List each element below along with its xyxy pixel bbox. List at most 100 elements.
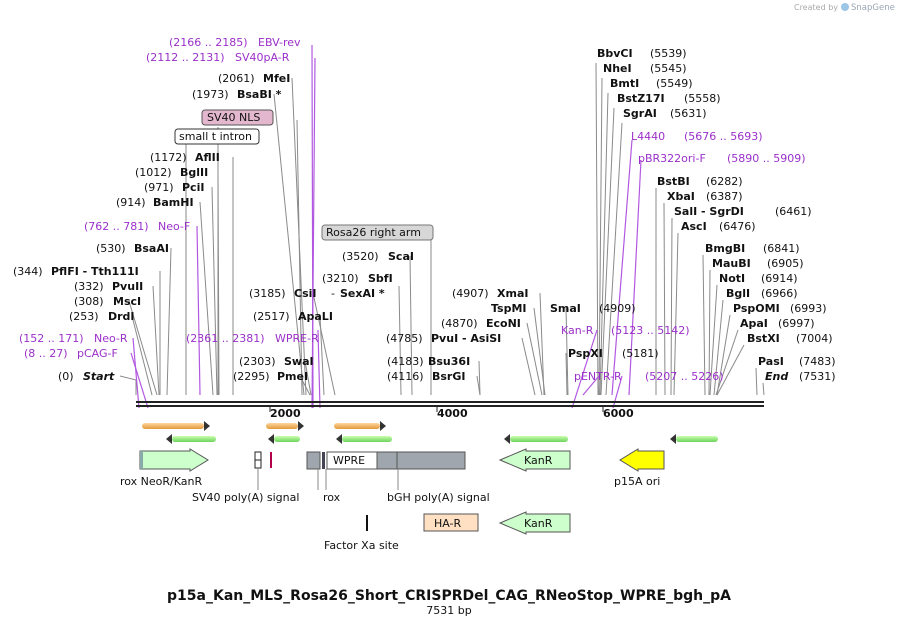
site-name: ApaLI [298,310,333,323]
site-name: BsrGI [432,370,465,383]
site-pos: (7004) [796,332,833,345]
primer-pos: (2166 .. 2185) [169,36,248,49]
credit-brand: SnapGene [851,3,895,13]
site-pos: (6387) [706,190,743,203]
primer-pos: (152 .. 171) [19,332,84,345]
site-name: SgrAI [623,107,657,120]
site-name: AflII [195,151,220,164]
site-name: SmaI [550,302,581,315]
boxed-label-small-t-intron[interactable] [174,128,260,145]
primer-pos: (2361 .. 2381) [186,332,265,345]
feature-kanr[interactable] [498,448,571,472]
site-name: BglII [180,166,208,179]
primer-name: Kan-R [561,324,594,337]
site-pos: (6905) [767,257,804,270]
site-name: PspOMI [733,302,780,315]
primer-name: Neo-F [158,220,190,233]
feature-wpre-label: WPRE [333,454,365,467]
credit-prefix: Created by [794,3,838,12]
feature-label-factor-xa: Factor Xa site [324,539,399,552]
site-name: PciI [182,181,204,194]
site-pos: (1012) [135,166,172,179]
site-name: AscI [681,220,707,233]
site-name: PvuII [112,280,143,293]
primer-arrows [142,421,718,444]
boxed-label-rosa26-right-arm-text: Rosa26 right arm [326,226,421,239]
primer-pos: (5890 .. 5909) [727,152,806,165]
site-name: BmtI [610,77,639,90]
site-pos: (0) [58,370,74,383]
site-name: ScaI [388,250,414,263]
site-name: CsiI [294,287,316,300]
site-pos: (3520) [342,250,379,263]
site-name: SexAI * [340,287,385,300]
site-name: DrdI [108,310,135,323]
site-pos: (3210) [322,272,359,285]
site-pos: (5539) [650,47,687,60]
site-pos: (4907) [452,287,489,300]
site-pos: (6476) [719,220,756,233]
primer-arrow-head [670,434,676,444]
primer-arrow-forward [334,423,380,429]
site-name: EcoNI [486,317,521,330]
site-name: ApaI [740,317,768,330]
site-pos: (7483) [799,355,836,368]
site-pos: (4870) [441,317,478,330]
site-pos: (308) [74,295,104,308]
site-name: Bsu36I [428,355,470,368]
feature-label-rox: rox [323,491,341,504]
boxed-label-sv40-nls-text: SV40 NLS [207,111,260,124]
tick-label-2000: 2000 [270,407,301,420]
feature-rox-neor-kanr[interactable] [139,448,209,472]
site-pos: (6997) [778,317,815,330]
site-pos: (4785) [386,332,423,345]
primer-arrow-head [504,434,510,444]
feature-marker [322,452,325,469]
feature-kanr-2[interactable] [498,511,571,535]
site-pos: (4183) [387,355,424,368]
primer-arrow-forward [142,423,204,429]
site-pos: (6841) [763,242,800,255]
site-pos: (3185) [249,287,286,300]
boxed-label-small-t-intron-text: small t intron [179,130,252,143]
primer-arrow-head [204,421,210,431]
site-name: BglI [726,287,750,300]
site-name: BstZ17I [617,92,665,105]
primer-arrow-head [298,421,304,431]
feature-label-bgh-polya: bGH poly(A) signal [387,491,490,504]
primer-pos: (8 .. 27) [24,347,68,360]
site-pos: (2303) [239,355,276,368]
feature-leader-lines [257,468,399,490]
boxed-label-rosa26-right-arm[interactable] [321,224,434,241]
feature-marker [270,452,272,468]
site-pos: (530) [96,242,126,255]
primer-name: pBR322ori-F [638,152,706,165]
feature-label-sv40-polya: SV40 poly(A) signal [192,491,299,504]
primer-arrow-head [268,434,274,444]
feature-factor-xa-site[interactable] [366,515,368,531]
site-name: MauBI [712,257,751,270]
site-pos: (5558) [684,92,721,105]
feature-bgh-polya-signal[interactable] [376,451,466,470]
feature-kanr-label: KanR [524,454,553,467]
feature-p15a-ori[interactable] [619,448,665,472]
site-name: BstBI [657,175,690,188]
primer-arrow-reverse [510,436,568,442]
site-name: PflFI - Tth111I [51,265,139,278]
primer-pos: (2112 .. 2131) [146,51,225,64]
primer-arrow-head [336,434,342,444]
primer-name: WPRE-R [275,332,319,345]
feature-rox[interactable] [306,451,321,470]
feature-ha-r[interactable] [423,513,479,532]
boxed-label-sv40-nls[interactable] [201,109,274,126]
tick-label-6000: 6000 [603,407,634,420]
site-leader-lines [119,62,765,396]
site-pos: (5549) [656,77,693,90]
site-name: NheI [603,62,632,75]
site-pos: (5545) [650,62,687,75]
site-pos: (5631) [670,107,707,120]
primer-arrow-head [380,421,386,431]
site-separator: - [331,287,335,300]
site-pos: (4909) [599,302,636,315]
site-name: BstXI [747,332,780,345]
